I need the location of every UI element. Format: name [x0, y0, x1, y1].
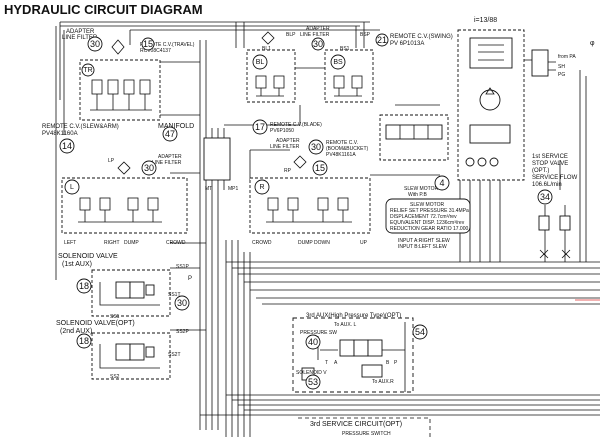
- callout-14: 14: [62, 141, 72, 151]
- callout-34: 34: [540, 192, 550, 202]
- service3-outline: [298, 417, 431, 437]
- lp-label: LP: [108, 158, 115, 164]
- remote-travel-label: REMOTE C.V.(TRAVEL)RCV08C4137: [140, 42, 195, 54]
- tr-label: TR: [83, 67, 92, 74]
- callout-15b: 15: [315, 163, 325, 173]
- rp-label: RP: [284, 168, 292, 174]
- gear-ratio-label: i=13/88: [474, 17, 497, 24]
- remote-blade-label: REMOTE C.V.(BLADE)PV6P1050: [270, 122, 322, 134]
- left-port-right: RIGHT: [104, 240, 120, 246]
- bs1-label: BS1: [340, 46, 350, 52]
- slew-arm-remote-valve: L: [61, 177, 188, 234]
- bsp-label: BSP: [360, 32, 371, 38]
- bs-label: BS: [333, 59, 343, 66]
- filter-3: [117, 161, 131, 175]
- t-label: T: [325, 360, 328, 366]
- left-port-left: LEFT: [64, 240, 76, 246]
- ss2-label: SS2: [110, 374, 120, 380]
- manifold-block: [203, 137, 231, 181]
- callout-18a: 18: [79, 281, 89, 291]
- ss1p-label: SS1P: [176, 264, 189, 270]
- p2-label: P: [394, 360, 398, 366]
- callout-30c: 30: [311, 142, 321, 152]
- blp-label: BLP: [286, 32, 296, 38]
- service3-label: 3rd SERVICE CIRCUIT(OPT): [310, 421, 402, 428]
- callout-30b: 30: [313, 39, 323, 49]
- right-port-down: DOWN: [314, 240, 330, 246]
- swing-remote-valve: BS: [324, 49, 374, 103]
- callout-30f: 30: [177, 298, 187, 308]
- bl-label: BL: [256, 59, 265, 66]
- travel-remote-valve: TR: [79, 59, 161, 121]
- service-stop-valves: [538, 215, 571, 259]
- diagram-title: HYDRAULIC CIRCUIT DIAGRAM: [4, 2, 203, 17]
- ss2t-label: SS2T: [168, 352, 181, 358]
- remote-slew-arm-label: REMOTE C.V.(SLEW&ARM)PV48K1160A: [42, 124, 119, 137]
- solenoid-v-label: SOLENOID V: [296, 370, 327, 376]
- pressure-switch-label: PRESSURE SWITCH: [342, 431, 391, 437]
- solenoid-valve-2nd: [91, 332, 171, 380]
- callout-18b: 18: [79, 336, 89, 346]
- manifold-label: MANIFOLD: [158, 123, 194, 130]
- callout-21: 21: [377, 35, 387, 45]
- ss1t-label: SS1T: [168, 292, 181, 298]
- ss1-label: SS1: [110, 314, 120, 320]
- filter-4: [293, 155, 307, 169]
- callout-53: 53: [308, 377, 318, 387]
- remote-boom-bucket-label: REMOTE C.V.(BOOM&BUCKET)PV48K1161A: [326, 140, 369, 158]
- aux3-title: 3rd AUX(High Pressure Type)(OPT): [306, 313, 401, 319]
- callout-4: 4: [439, 178, 444, 188]
- slew-motor-assembly: [379, 29, 556, 181]
- solenoid-1-label: SOLENOID VALVE(1st AUX): [58, 253, 118, 268]
- from-pa-label: from PA: [558, 54, 576, 60]
- callout-15: 15: [143, 39, 153, 49]
- right-port-dump: DUMP: [298, 240, 313, 246]
- ss2p-label: SS2P: [176, 329, 189, 335]
- a-label: A: [334, 360, 338, 366]
- bl1-label: BL1: [262, 46, 271, 52]
- filter-1: [111, 39, 125, 55]
- blade-remote-valve: BL: [246, 49, 296, 103]
- svg-text:SLEW MOTOR RELIEF SET PR: SLEW MOTOR RELIEF SET PRESSURE 31.4MPa D…: [390, 202, 470, 232]
- solenoid-valve-1st: [91, 269, 171, 317]
- b-label: B: [386, 360, 390, 366]
- callout-30d: 30: [144, 163, 154, 173]
- callout-54: 54: [415, 327, 425, 337]
- phi-label: φ: [590, 40, 595, 47]
- left-port-dump: DUMP: [124, 240, 139, 246]
- to-aux-l-label: To AUX. L: [334, 322, 356, 328]
- right-port-up: UP: [360, 240, 368, 246]
- callout-30a: 30: [90, 39, 100, 49]
- boom-bucket-remote-valve: R: [249, 177, 371, 234]
- l-box-label: L: [70, 184, 74, 191]
- right-port-crowd: CROWD: [252, 240, 272, 246]
- p-label: P: [188, 276, 192, 282]
- mp1-label: MP1: [228, 186, 239, 192]
- callout-47: 47: [165, 129, 175, 139]
- pressure-sw-label: PRESSURE SW: [300, 330, 337, 336]
- filter-2: [261, 31, 275, 45]
- left-port-crowd: CROWD: [166, 240, 186, 246]
- solenoid-2-label: SOLENOID VALVE(OPT)(2nd AUX): [56, 320, 135, 335]
- to-aux-r-label: To AUX.R: [372, 379, 394, 385]
- r-box-label: R: [259, 184, 264, 191]
- mt-label: MT: [205, 186, 212, 192]
- callout-17: 17: [255, 122, 265, 132]
- pg-label: PG: [558, 72, 565, 78]
- remote-swing-label: REMOTE C.V.(SWING)PV 6P1013A: [390, 34, 453, 47]
- sh-label: SH: [558, 64, 565, 70]
- pipe-lines: [55, 21, 600, 437]
- callouts: 30 15 30 21 17 47 30 14 30 15 4 34 18 30…: [59, 33, 553, 390]
- callout-40: 40: [308, 337, 318, 347]
- slew-spec-box: SLEW MOTOR RELIEF SET PRESSURE 31.4MPa D…: [385, 198, 471, 234]
